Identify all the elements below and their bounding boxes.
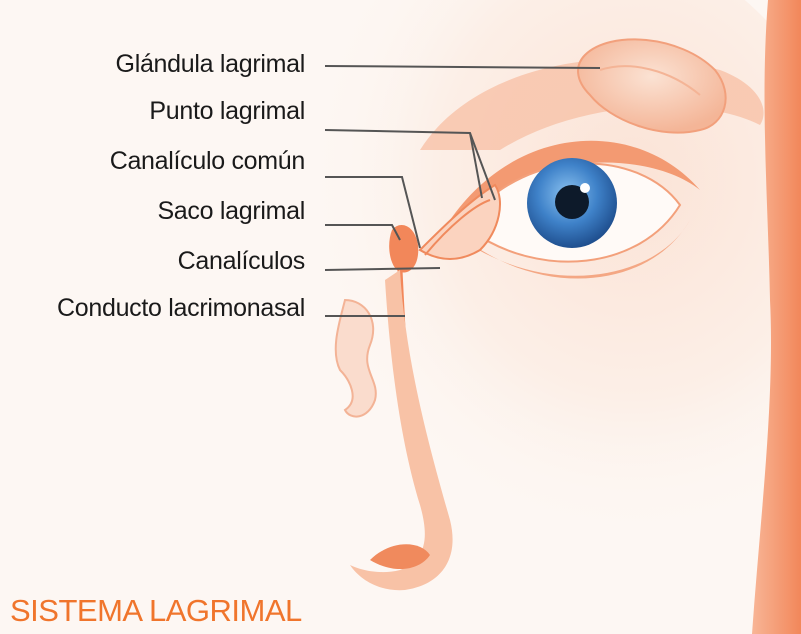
label-canaliculo-comun: Canalículo común [110,147,305,176]
label-glandula-lagrimal: Glándula lagrimal [116,50,305,79]
label-saco-lagrimal: Saco lagrimal [157,197,305,226]
diagram-title: SISTEMA LAGRIMAL [10,593,302,629]
label-punto-lagrimal: Punto lagrimal [149,97,305,126]
label-canaliculos: Canalículos [178,247,305,276]
label-conducto-lacrimonasal: Conducto lacrimonasal [57,294,305,323]
eye-highlight [580,183,590,193]
